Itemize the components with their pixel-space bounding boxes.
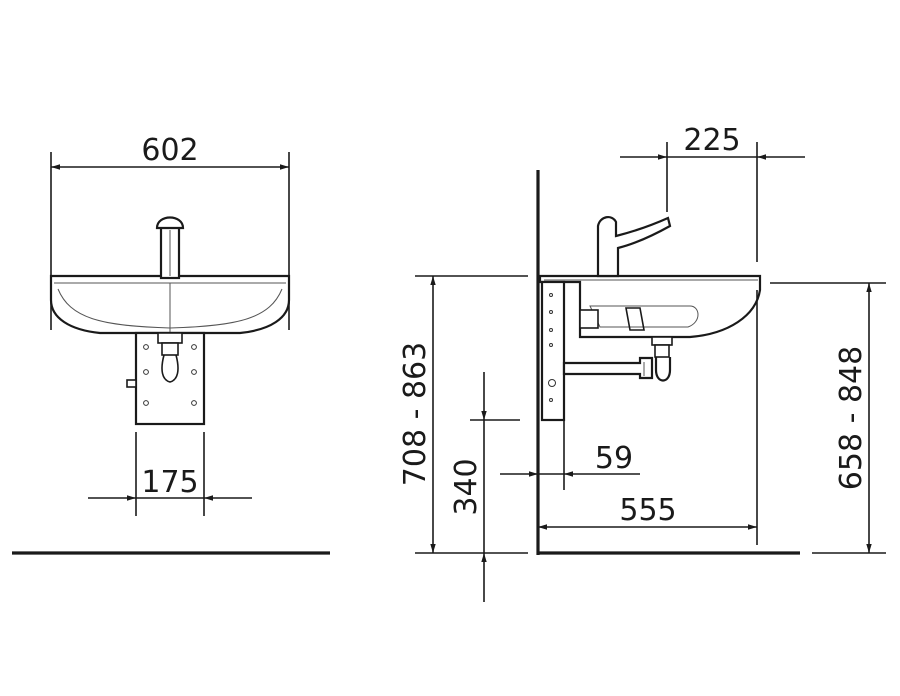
bracket-width-label: 175 xyxy=(141,465,198,500)
front-height-label: 658 - 848 xyxy=(834,346,869,490)
rim-height-label: 708 - 863 xyxy=(398,342,433,486)
side-bracket xyxy=(540,280,566,422)
bracket-width-dimension: 175 xyxy=(88,432,252,516)
width-label: 602 xyxy=(141,133,198,168)
front-basin xyxy=(49,274,291,335)
width-dimension: 602 xyxy=(50,133,290,330)
side-trap xyxy=(562,336,673,382)
depth-dimension: 555 xyxy=(538,493,757,530)
bottom-height-label: 340 xyxy=(449,458,484,515)
spout-offset-dimension: 225 xyxy=(620,123,805,545)
depth-label: 555 xyxy=(619,493,676,528)
front-height-dimension: 658 - 848 xyxy=(770,282,886,554)
side-basin xyxy=(538,274,762,339)
spout-offset-label: 225 xyxy=(683,123,740,158)
front-bracket xyxy=(126,331,206,426)
front-view: 602 xyxy=(12,133,330,555)
rim-height-dimension: 708 - 863 xyxy=(398,275,528,554)
side-tap xyxy=(596,216,672,278)
wall-gap-label: 59 xyxy=(595,441,633,476)
side-view: 225 708 - 863 340 59 555 xyxy=(398,123,886,602)
wall-gap-dimension: 59 xyxy=(500,420,640,490)
bottom-height-dimension: 340 xyxy=(449,372,520,602)
front-tap xyxy=(155,216,185,280)
